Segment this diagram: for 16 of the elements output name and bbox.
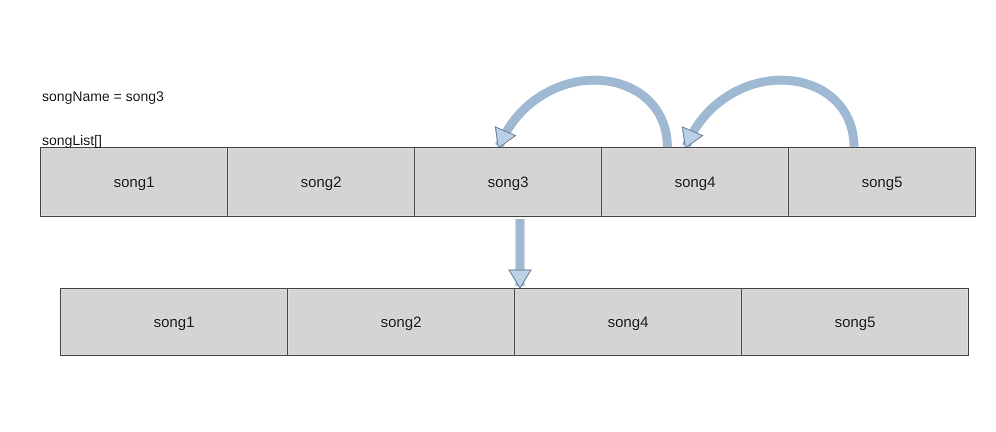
array-cell: song1 — [61, 289, 288, 355]
curved-arrow — [682, 76, 859, 149]
code-label: songName = song3 — [42, 88, 164, 104]
array-cell: song5 — [789, 148, 975, 216]
array-row — [60, 288, 969, 356]
curved-arrow — [495, 76, 672, 149]
array-cell: song1 — [41, 148, 228, 216]
code-label: songList[] — [42, 132, 102, 148]
array-cell: song2 — [228, 148, 415, 216]
array-cell: song4 — [515, 289, 742, 355]
array-cell: song5 — [742, 289, 968, 355]
array-cell: song2 — [288, 289, 515, 355]
array-cell: song3 — [415, 148, 602, 216]
array-cell: song4 — [602, 148, 789, 216]
array-row — [40, 147, 976, 217]
down-arrow — [508, 219, 532, 288]
